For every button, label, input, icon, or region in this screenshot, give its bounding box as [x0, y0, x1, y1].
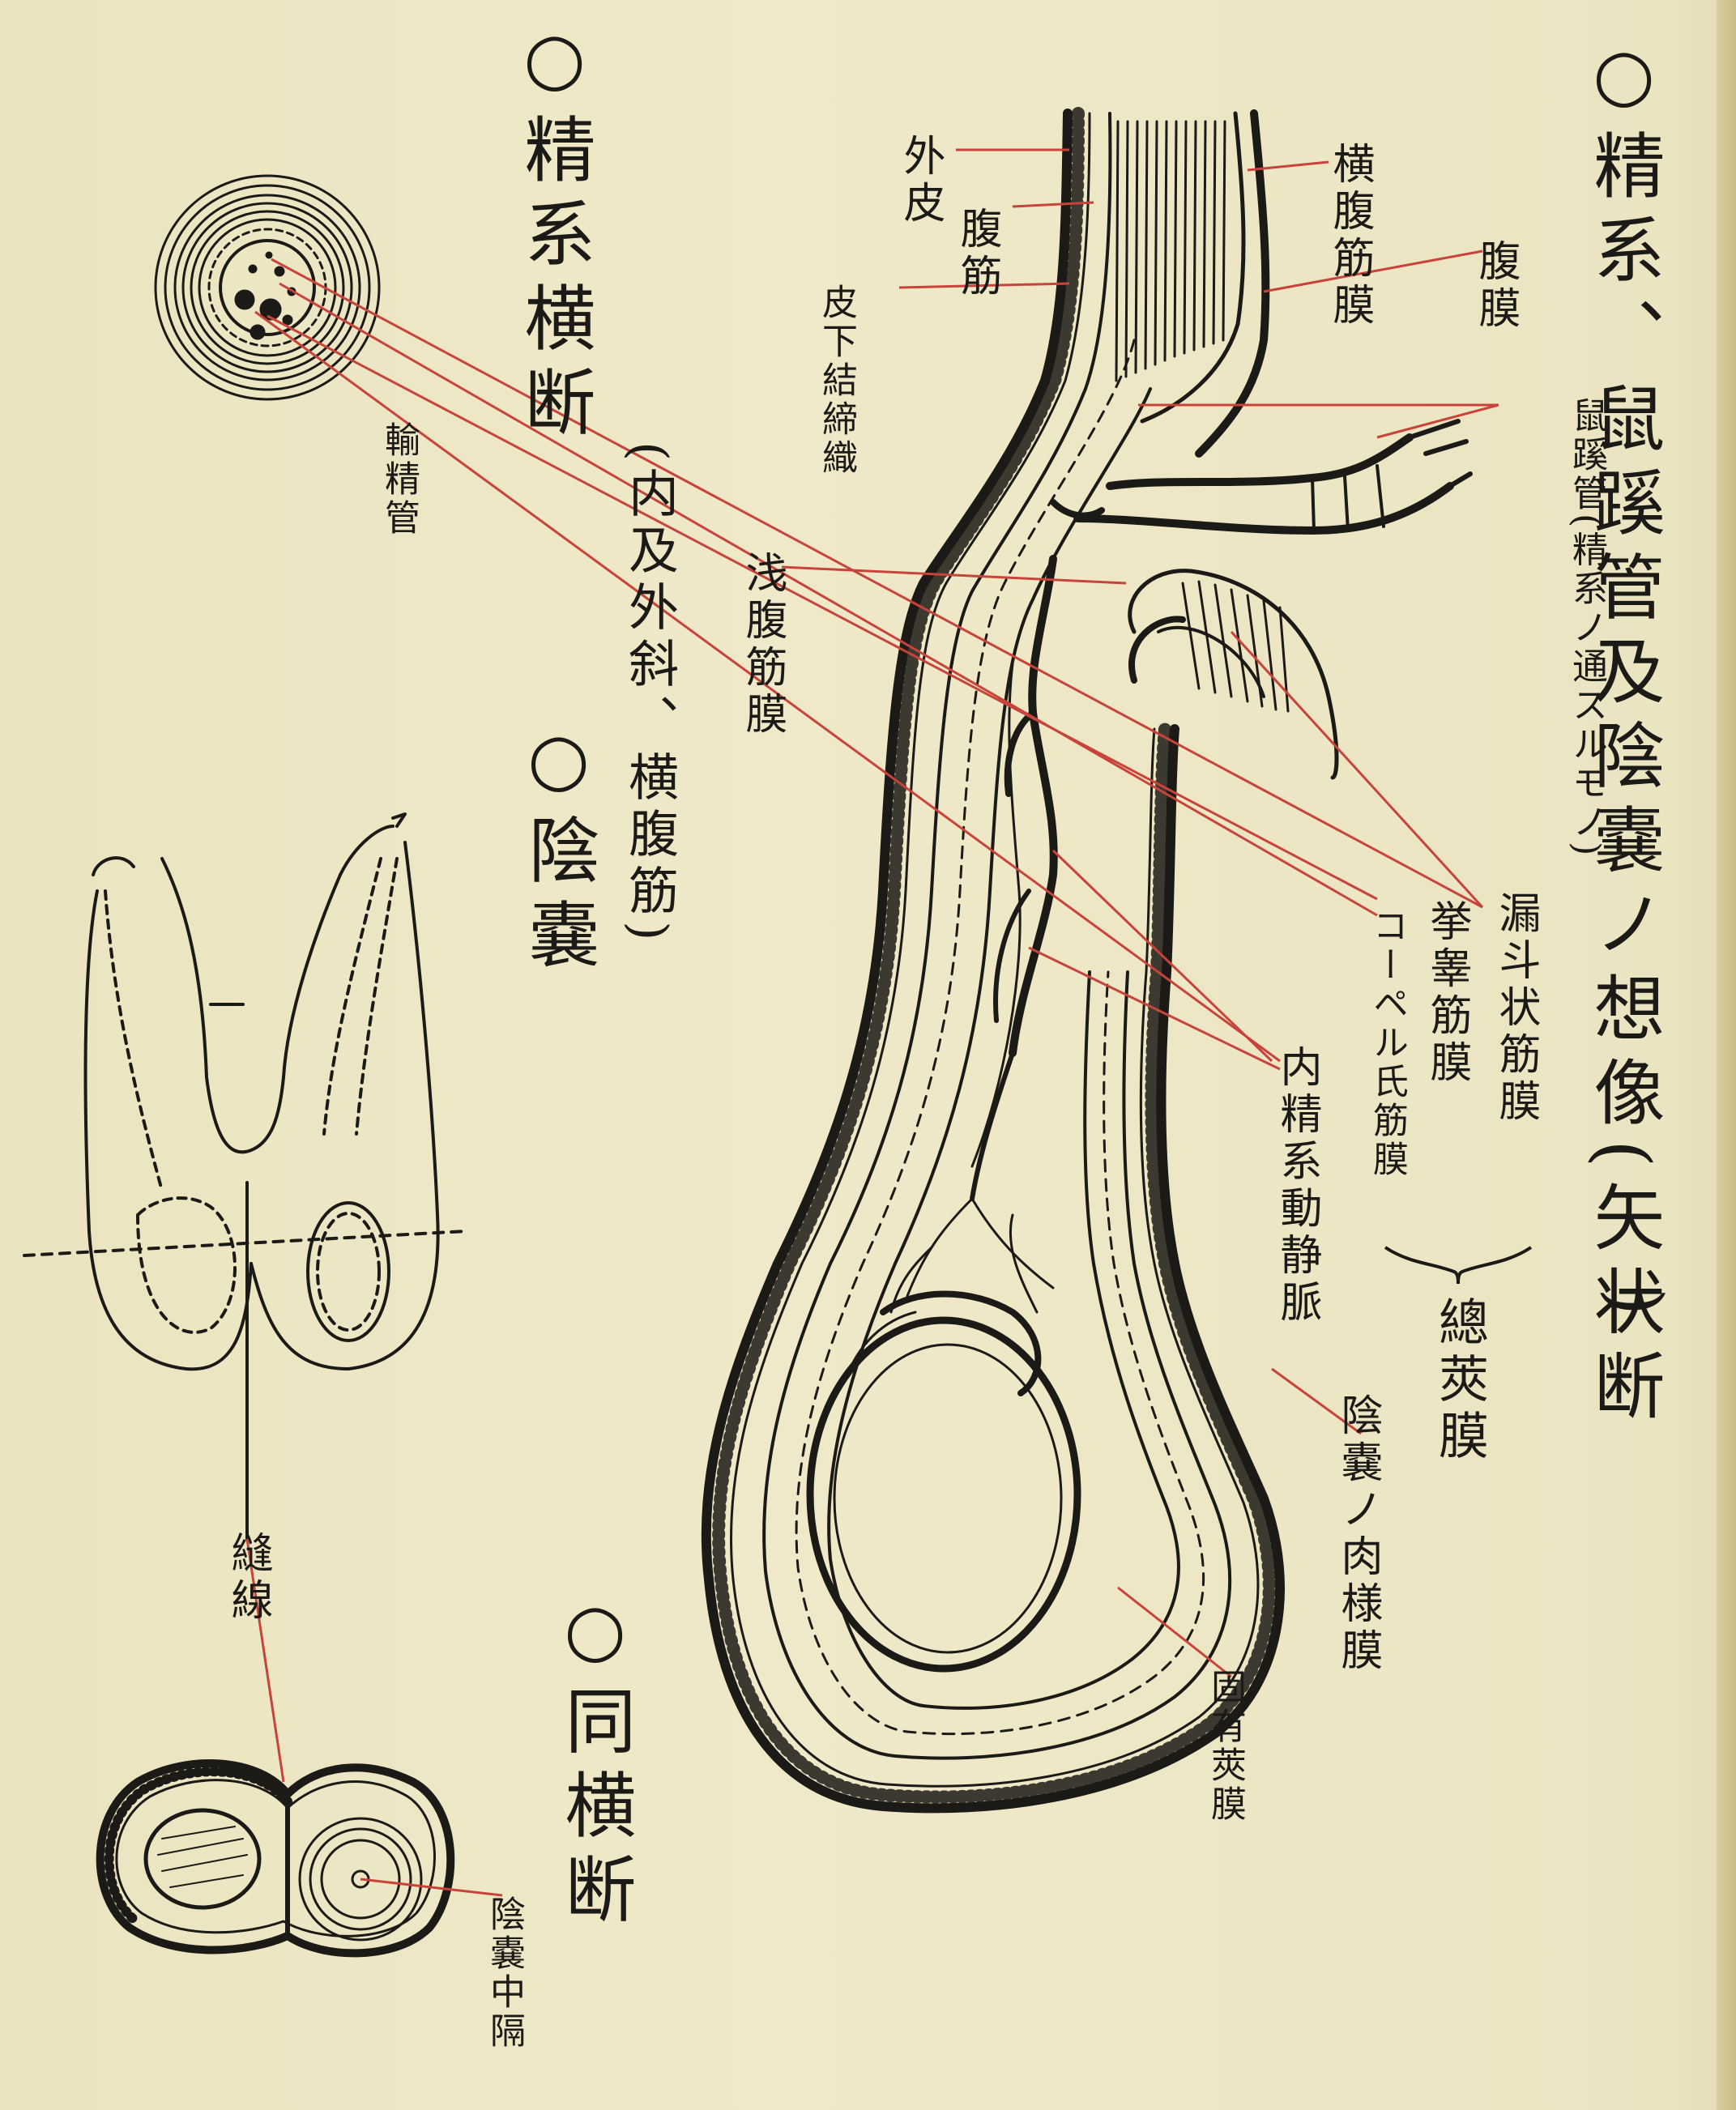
- label-kooper: コーペル氏筋膜: [1369, 907, 1405, 1179]
- label-hosen: 縫線: [227, 1531, 269, 1625]
- label-inno-nikuyou: 陰嚢ノ肉様膜: [1337, 1393, 1379, 1675]
- cord-cross-section: [156, 176, 379, 399]
- section-cord-cross: ○精系横断: [518, 16, 590, 450]
- label-souhi: 總莢膜: [1434, 1296, 1484, 1466]
- label-rotojo: 漏斗状筋膜: [1495, 891, 1537, 1126]
- label-gaihi: 外皮: [899, 134, 941, 228]
- label-osen: 輸精管: [381, 421, 416, 538]
- brace: [1377, 1215, 1539, 1288]
- section-scrotum: ○陰嚢: [523, 717, 594, 982]
- section-cord-cross-note: (内及外斜、横腹筋): [624, 441, 674, 947]
- label-koyuu-shouma: 固有莢膜: [1207, 1669, 1243, 1824]
- label-naisei: 内精系動静脈: [1276, 1045, 1318, 1327]
- scrotum-cross-section: [100, 1763, 451, 1953]
- scrotum-outline-drawing: [24, 814, 466, 1539]
- label-hika-ketsutei: 皮下結締織: [818, 283, 854, 478]
- main-title-close: ): [1600, 1288, 1671, 1328]
- skin-outline: [706, 113, 1280, 1808]
- label-fukukin: 腹筋: [956, 207, 998, 301]
- section-same-cross: ○同横断: [559, 1588, 630, 1937]
- label-kyoujo: 挙睾筋膜: [1426, 899, 1468, 1087]
- label-seneki-fukkinmaku: 浅腹筋膜: [741, 551, 783, 739]
- label-fukumaku: 腹膜: [1474, 239, 1516, 333]
- label-sokei-kan: 鼠蹊管(精系ノ通スルモノ): [1482, 397, 1604, 786]
- label-inno-chukaku: 陰嚢中隔: [486, 1895, 522, 2051]
- label-tei-fukkinmaku: 横腹筋膜: [1329, 142, 1371, 330]
